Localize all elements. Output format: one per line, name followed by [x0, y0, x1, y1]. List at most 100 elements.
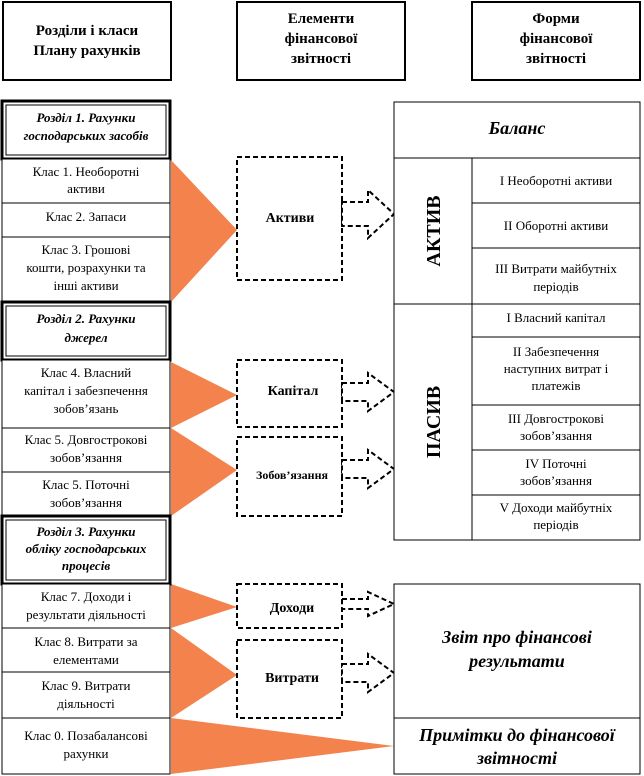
- class-4: Клас 4. Власний капітал і забезпечення з…: [1, 359, 171, 429]
- section-1-line2: господарських засобів: [24, 128, 149, 143]
- aktiv-item-3-line2: періодів: [533, 279, 578, 294]
- class-1: Клас 1. Необоротні активи: [1, 158, 171, 204]
- pasiv-item-3-line2: зобов’язання: [520, 428, 592, 443]
- header-box-col1: [2, 1, 172, 81]
- section-2-line1: Розділ 2. Рахунки: [37, 311, 136, 326]
- class-0-line2: рахунки: [63, 746, 108, 761]
- aktiv-label-cell: [393, 157, 473, 305]
- triangle-zoboviazannia: [171, 428, 237, 516]
- class-3-line2: кошти, розрахунки та: [26, 260, 146, 275]
- element-box-aktyvy: [236, 156, 343, 281]
- class-2: Клас 2. Запаси: [1, 202, 171, 238]
- pasiv-item-5-line2: періодів: [533, 517, 578, 532]
- element-aktyvy-label: Активи: [266, 211, 315, 226]
- arrow-kapital: [341, 371, 396, 413]
- triangle-aktyvy: [171, 160, 237, 302]
- balance-title: Баланс: [488, 118, 546, 138]
- arrow-aktyvy: [341, 187, 396, 241]
- class-3-line1: Клас 3. Грошові: [42, 242, 131, 257]
- section-2-line2: джерел: [64, 330, 107, 345]
- element-vytraty-label: Витрати: [265, 671, 319, 686]
- element-dokhody-label: Доходи: [270, 601, 315, 616]
- class-7-line2: результати діяльності: [26, 607, 146, 622]
- pasiv-item-5-line1: V Доходи майбутніх: [500, 500, 613, 515]
- header-col1-line1: Розділи і класи: [36, 23, 139, 39]
- class-5a-line1: Клас 5. Довгострокові: [25, 432, 148, 447]
- pasiv-item-3-line1: III Довгострокові: [508, 411, 604, 426]
- section-2: Розділ 2. Рахунки джерел: [0, 300, 172, 362]
- class-7-line1: Клас 7. Доходи і: [41, 589, 132, 604]
- pasiv-item-4-line2: зобов’язання: [520, 473, 592, 488]
- header-col1-line2: Плану рахунків: [33, 43, 140, 59]
- section-3: Розділ 3. Рахунки обліку господарських п…: [0, 514, 172, 586]
- arrow-dokhody: [341, 590, 397, 618]
- pasiv-label-cell: [393, 303, 473, 541]
- class-5a: Клас 5. Довгострокові зобов’язання: [1, 427, 171, 473]
- header-col3-line3: звітності: [526, 51, 586, 67]
- aktiv-item-2: II Оборотні активи: [504, 218, 608, 233]
- section-3-line1: Розділ 3. Рахунки: [37, 524, 136, 539]
- element-zoboviazannia-label: Зобов’язання: [256, 468, 328, 482]
- arrow-zoboviazannia: [341, 448, 396, 490]
- class-8: Клас 8. Витрати за елементами: [1, 627, 171, 673]
- header-col2-line2: фінансової: [285, 31, 359, 47]
- pasiv-item-2-line2: наступних витрат і: [504, 361, 609, 376]
- triangle-vytraty: [171, 628, 237, 718]
- class-8-line2: елементами: [53, 652, 119, 667]
- class-4-line2: капітал і забезпечення: [24, 383, 148, 398]
- report-box: [393, 583, 641, 719]
- section-3-line3: процесів: [62, 558, 110, 573]
- class-1-line2: активи: [67, 181, 105, 196]
- triangle-kapital: [171, 362, 237, 428]
- balance-sheet: Баланс АКТИВ I Необоротні активи II Обор…: [393, 101, 641, 541]
- triangle-dokhody: [171, 584, 237, 628]
- element-box-vytraty: [236, 639, 343, 719]
- class-0: Клас 0. Позабалансові рахунки: [1, 717, 171, 775]
- class-1-line1: Клас 1. Необоротні: [33, 164, 140, 179]
- class-3-line3: інші активи: [53, 278, 118, 293]
- aktiv-item-3-line1: III Витрати майбутніх: [495, 261, 617, 276]
- class-9-line2: діяльності: [57, 696, 115, 711]
- aktiv-label: АКТИВ: [423, 195, 445, 266]
- header-box-col3: [471, 1, 641, 81]
- section-3-line2: обліку господарських: [26, 541, 147, 556]
- class-4-line3: зобов’язань: [54, 401, 119, 416]
- class-5b-line2: зобов’язання: [50, 495, 122, 510]
- class-5b-line1: Клас 5. Поточні: [42, 477, 130, 492]
- notes-box: [393, 717, 641, 775]
- class-8-line1: Клас 8. Витрати за: [34, 634, 137, 649]
- class-3: Клас 3. Грошові кошти, розрахунки та інш…: [1, 236, 171, 303]
- triangle-prymitky: [171, 718, 394, 774]
- element-box-zoboviazannia: [236, 436, 343, 517]
- element-kapital-label: Капітал: [268, 384, 319, 399]
- class-2-line1: Клас 2. Запаси: [46, 209, 127, 224]
- report-title-line1: Звіт про фінансові: [441, 627, 592, 647]
- notes-title-line1: Примітки до фінансової: [418, 725, 616, 745]
- pasiv-item-2-line1: II Забезпечення: [513, 344, 599, 359]
- header-col2-line3: звітності: [291, 51, 351, 67]
- class-7: Клас 7. Доходи і результати діяльності: [1, 583, 171, 629]
- section-1: Розділ 1. Рахунки господарських засобів: [0, 99, 172, 161]
- pasiv-item-1: I Власний капітал: [507, 310, 606, 325]
- class-5a-line2: зобов’язання: [50, 450, 122, 465]
- class-0-line1: Клас 0. Позабалансові: [24, 728, 148, 743]
- element-box-kapital: [236, 359, 343, 428]
- pasiv-item-2-line3: платежів: [531, 378, 580, 393]
- header-col3-line2: фінансової: [520, 31, 594, 47]
- header-box-col2: [236, 1, 406, 81]
- notes-title-line2: звітності: [476, 748, 557, 768]
- section-1-line1: Розділ 1. Рахунки: [37, 110, 136, 125]
- pasiv-item-4-line1: IV Поточні: [525, 456, 587, 471]
- header-col3-line1: Форми: [532, 11, 580, 27]
- header-col2-line1: Елементи: [288, 11, 355, 27]
- class-5b: Клас 5. Поточні зобов’язання: [1, 471, 171, 517]
- arrow-vytraty: [341, 652, 396, 694]
- class-9: Клас 9. Витрати діяльності: [1, 671, 171, 719]
- aktiv-item-1: I Необоротні активи: [500, 173, 612, 188]
- class-9-line1: Клас 9. Витрати: [42, 678, 131, 693]
- report-title-line2: результати: [467, 651, 565, 671]
- class-4-line1: Клас 4. Власний: [41, 365, 132, 380]
- pasiv-label: ПАСИВ: [423, 386, 445, 458]
- element-box-dokhody: [236, 583, 343, 629]
